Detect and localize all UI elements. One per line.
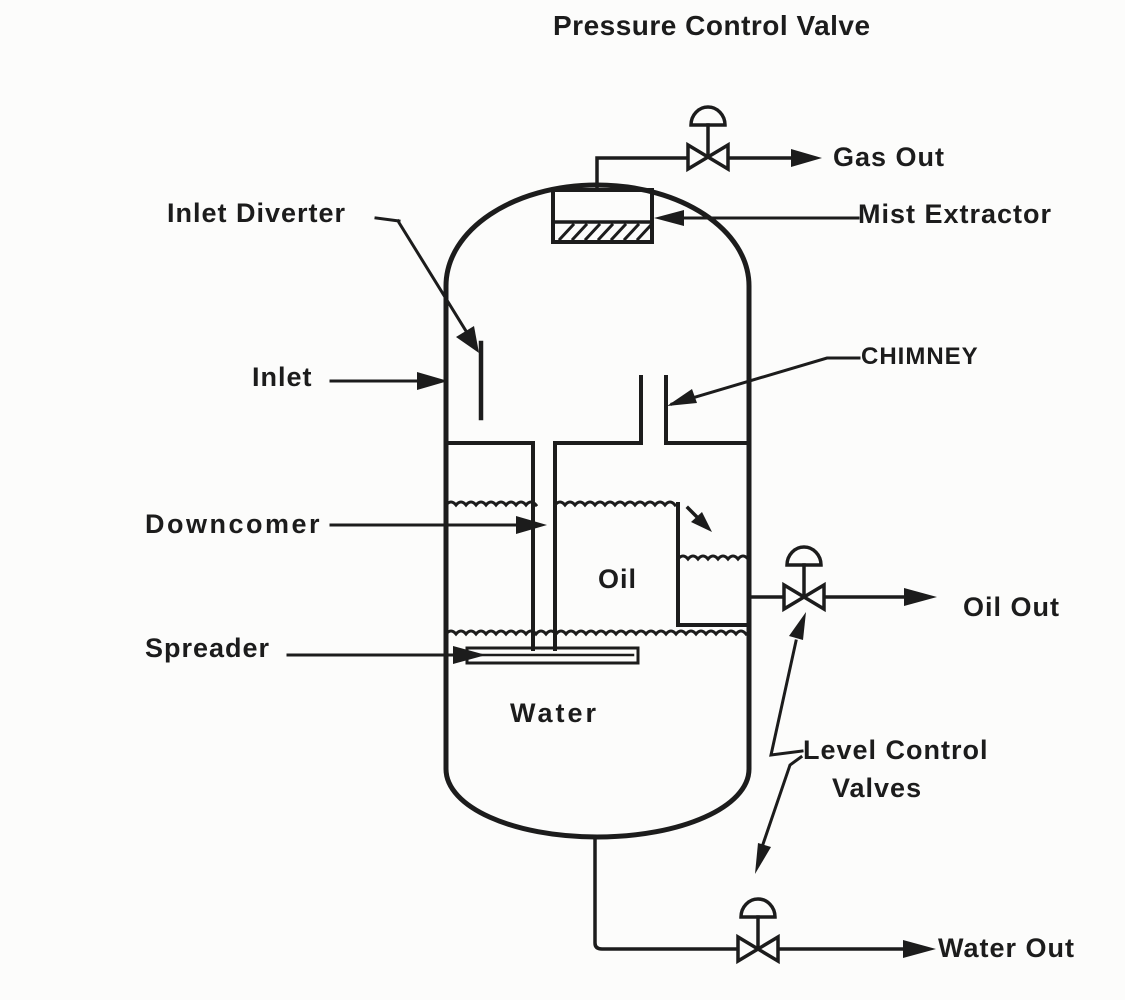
label-level-control-valves-line1: Level Control xyxy=(803,735,989,765)
oil-water-interface-wave xyxy=(443,629,749,637)
separator-vessel-shell xyxy=(443,182,752,840)
label-spreader: Spreader xyxy=(145,633,271,663)
oil-surface-wave-left xyxy=(443,500,539,508)
label-water-phase: Water xyxy=(510,698,600,728)
water-out-arrow xyxy=(903,940,936,958)
pressure-control-valve-symbol xyxy=(686,105,730,171)
gas-riser-pipe xyxy=(595,156,690,192)
gas-out-arrow xyxy=(791,149,822,167)
label-oil-phase: Oil xyxy=(598,564,638,594)
label-gas-out: Gas Out xyxy=(833,142,946,172)
weir-flow-arrow xyxy=(691,512,712,532)
label-chimney: CHIMNEY xyxy=(861,343,979,370)
mist-extractor-arrow xyxy=(654,210,684,226)
mist-extractor-box xyxy=(551,188,654,244)
level-control-fork-up xyxy=(769,639,804,757)
oil-out-arrow xyxy=(904,588,937,606)
oil-bucket-level-wave xyxy=(675,554,751,562)
label-pressure-control-valve: Pressure Control Valve xyxy=(553,10,871,41)
level-control-fork-down xyxy=(759,754,804,852)
inlet-diverter-leader xyxy=(374,216,469,334)
label-oil-out: Oil Out xyxy=(963,592,1060,622)
level-control-up-arrow xyxy=(789,612,806,640)
spreader-arrow xyxy=(453,646,486,664)
chimney-leader xyxy=(670,356,861,406)
mist-extractor-hatch xyxy=(557,222,654,242)
label-downcomer: Downcomer xyxy=(145,509,323,539)
level-control-down-arrow xyxy=(755,843,771,874)
chimney-arrow xyxy=(667,389,697,406)
inlet-diverter-arrow xyxy=(456,326,479,353)
label-level-control-valves-line2: Valves xyxy=(832,773,923,803)
oil-surface-wave-main xyxy=(552,500,678,508)
label-water-out: Water Out xyxy=(938,933,1075,963)
water-drain-pipe xyxy=(593,835,906,951)
water-level-control-valve-symbol xyxy=(736,897,780,963)
label-inlet: Inlet xyxy=(252,362,313,392)
downcomer-arrow xyxy=(516,516,547,534)
label-inlet-diverter: Inlet Diverter xyxy=(167,198,347,228)
label-mist-extractor: Mist Extractor xyxy=(858,199,1053,229)
oil-level-control-valve-symbol xyxy=(782,545,826,611)
inlet-arrow xyxy=(417,372,448,390)
